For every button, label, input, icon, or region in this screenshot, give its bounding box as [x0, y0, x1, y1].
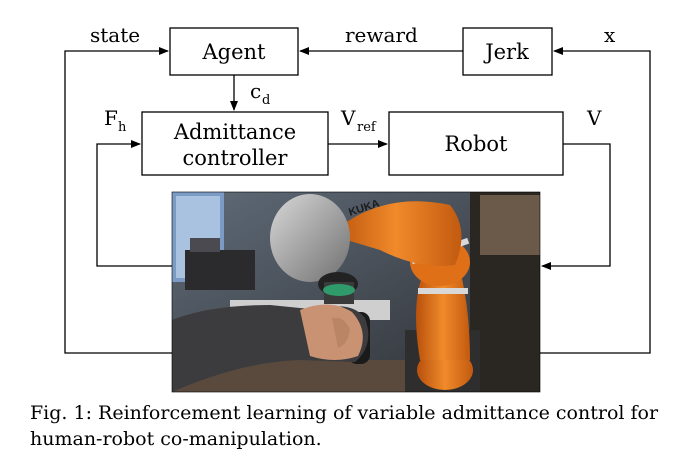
fh-feedback-line: [96, 140, 172, 267]
admittance-label-line2: controller: [183, 146, 289, 170]
state-label: state: [90, 23, 140, 47]
figure-caption: Fig. 1: Reinforcement learning of variab…: [30, 400, 680, 452]
fh-label: F: [104, 106, 118, 130]
jerk-block: [462, 27, 553, 76]
admittance-label-line1: Admittance: [173, 120, 296, 144]
x-label: x: [604, 23, 616, 47]
robot-label: Robot: [445, 132, 509, 156]
vref-subscript: ref: [357, 120, 377, 135]
x-feedback-line: [540, 47, 651, 354]
agent-block: [169, 27, 299, 76]
caption-line2: human-robot co-manipulation.: [30, 428, 322, 450]
v-output-line: [541, 143, 611, 270]
robot-photo: KUKA: [171, 191, 541, 393]
cd-label: c: [250, 79, 261, 103]
state-feedback-line: [64, 47, 172, 354]
caption-line1: Fig. 1: Reinforcement learning of variab…: [30, 402, 659, 424]
reward-label: reward: [345, 23, 418, 47]
robot-block: [388, 111, 564, 176]
agent-label: Agent: [202, 40, 267, 64]
cd-subscript: d: [262, 93, 270, 108]
jerk-label: Jerk: [483, 40, 529, 64]
fh-subscript: h: [118, 120, 127, 135]
v-label: V: [586, 106, 602, 130]
vref-label: V: [340, 106, 356, 130]
admittance-controller-block: [141, 111, 329, 176]
